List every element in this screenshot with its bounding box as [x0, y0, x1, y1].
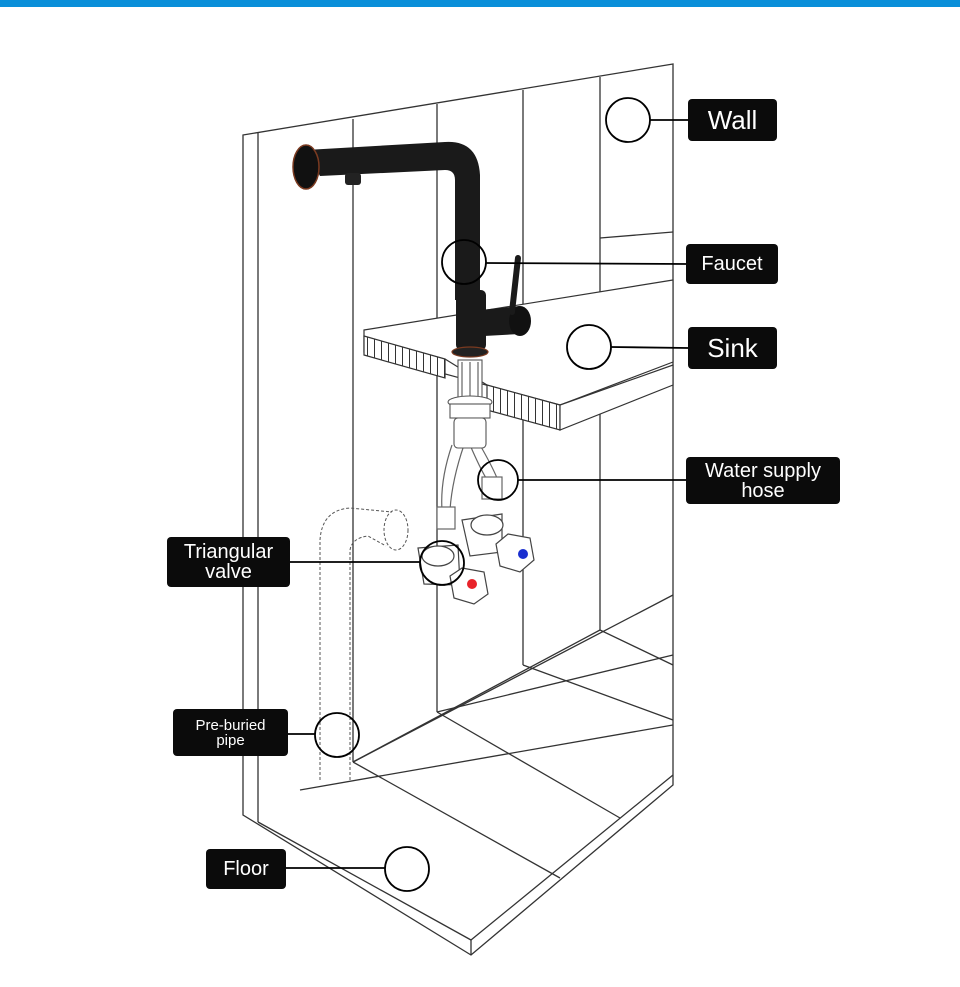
- sink-counter: [363, 279, 674, 431]
- pre-buried-pipe-drawing: [319, 507, 409, 780]
- label-triangular-valve: Triangular valve: [167, 537, 290, 587]
- label-faucet: Faucet: [686, 244, 778, 284]
- top-accent-bar: [0, 0, 960, 7]
- label-water-supply-hose: Water supply hose: [686, 457, 840, 504]
- floor-callout-circle: [384, 846, 430, 892]
- label-wall: Wall: [688, 99, 777, 141]
- valve-callout-circle: [419, 540, 465, 586]
- label-floor: Floor: [206, 849, 286, 889]
- hot-valve-dot: [467, 579, 477, 589]
- angle-valves: [417, 513, 535, 605]
- faucet-underside: [447, 359, 493, 449]
- callouts: [286, 97, 689, 892]
- pipe-callout-circle: [314, 712, 360, 758]
- supply-hoses: [436, 444, 503, 530]
- cold-valve-dot: [518, 549, 528, 559]
- label-sink: Sink: [688, 327, 777, 369]
- label-pre-buried-pipe: Pre-buried pipe: [173, 709, 288, 756]
- faucet-callout-circle: [441, 239, 487, 285]
